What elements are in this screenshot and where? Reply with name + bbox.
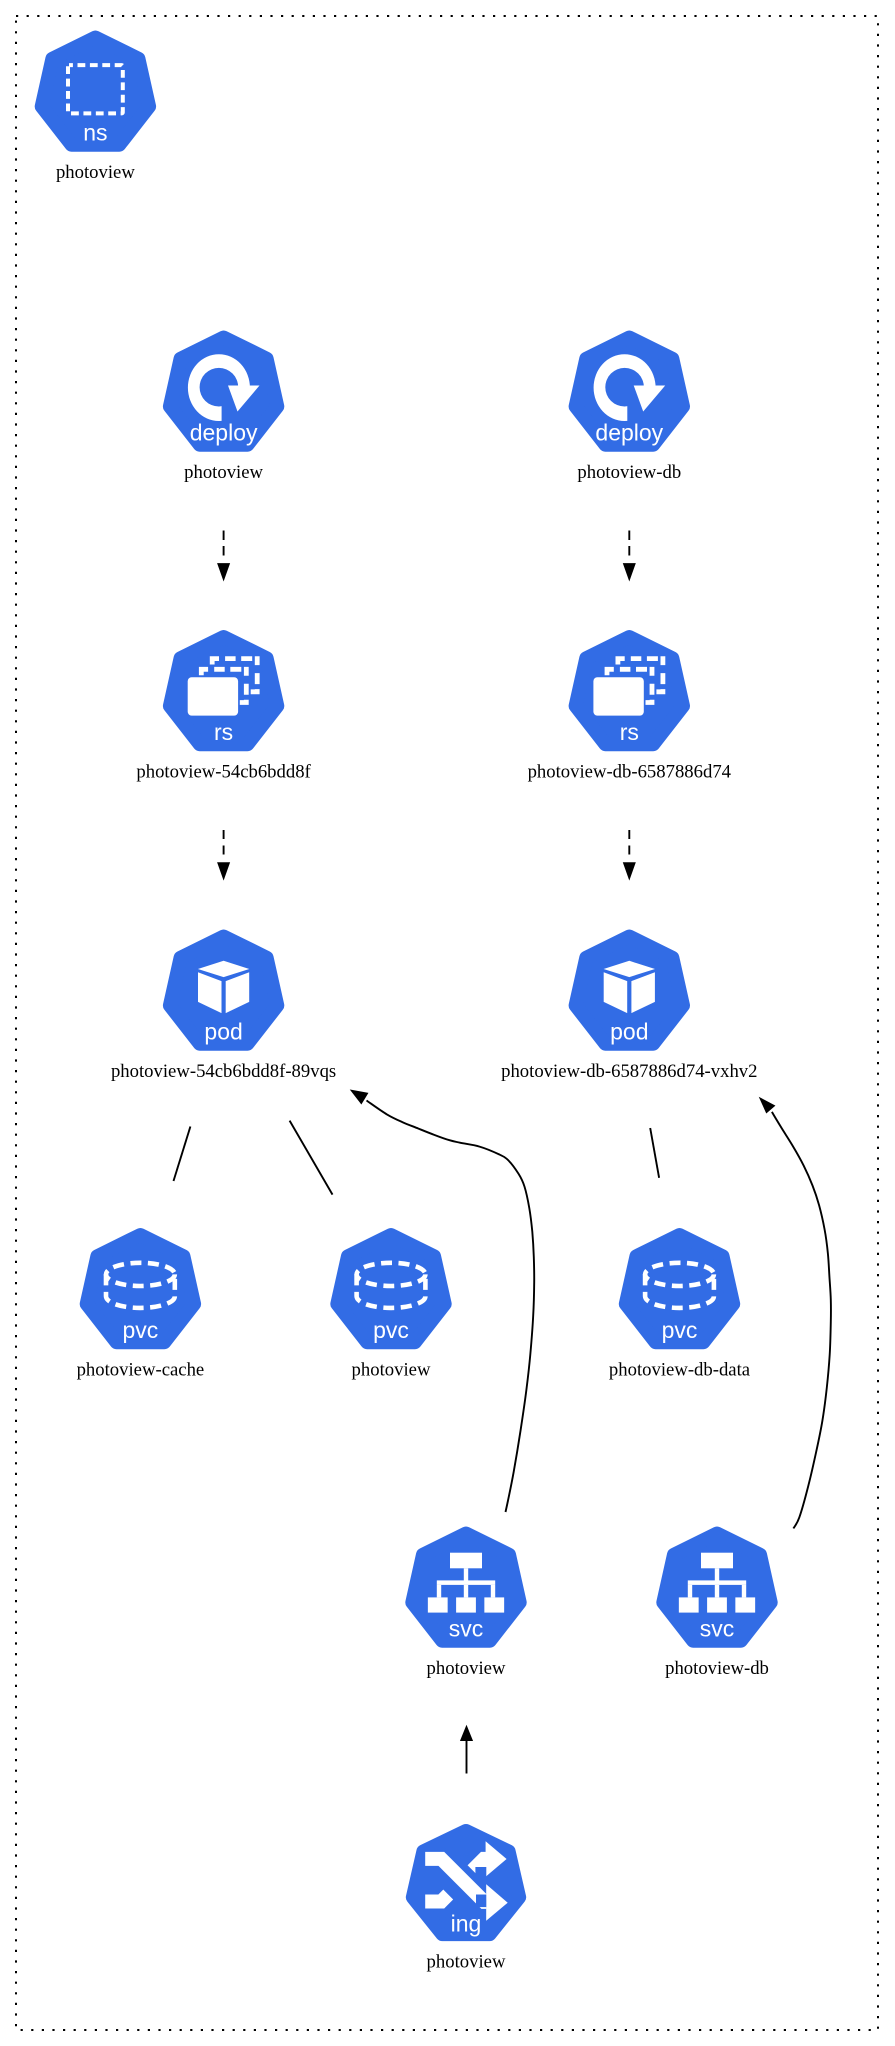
svg-text:photoview-54cb6bdd8f-89vqs: photoview-54cb6bdd8f-89vqs [111,1061,336,1082]
svg-text:photoview-db-6587886d74-vxhv2: photoview-db-6587886d74-vxhv2 [501,1061,757,1082]
svg-text:photoview: photoview [56,162,135,183]
svg-text:photoview-db: photoview-db [577,462,681,483]
svg-text:photoview-db: photoview-db [665,1658,769,1679]
svg-text:photoview-cache: photoview-cache [77,1360,205,1381]
svg-text:photoview: photoview [184,462,263,483]
svg-text:photoview-db-data: photoview-db-data [609,1360,751,1381]
svg-text:photoview: photoview [427,1951,506,1972]
svg-text:photoview: photoview [427,1658,506,1679]
svg-text:photoview: photoview [352,1360,431,1381]
svg-text:photoview-db-6587886d74: photoview-db-6587886d74 [528,762,732,783]
svg-text:photoview-54cb6bdd8f: photoview-54cb6bdd8f [136,762,311,783]
